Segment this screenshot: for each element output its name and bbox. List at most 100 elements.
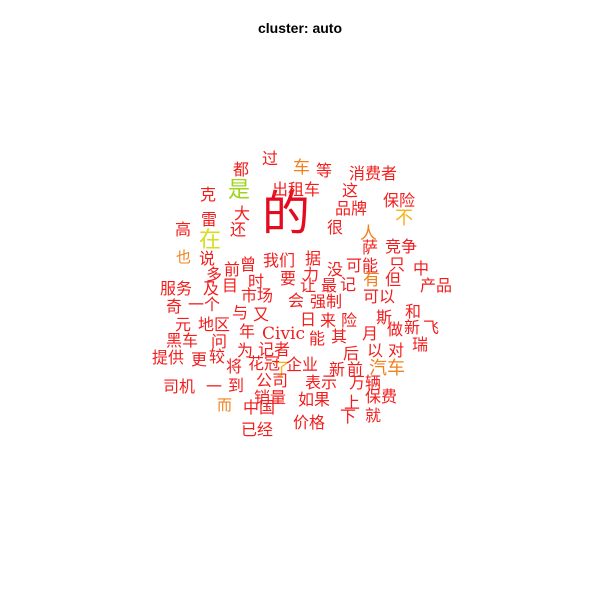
cloud-word: 曾 xyxy=(240,255,257,274)
cloud-word: 只 xyxy=(389,255,406,274)
cloud-word: 其 xyxy=(331,327,348,346)
cloud-word: 险 xyxy=(341,311,358,330)
cloud-word: 还 xyxy=(230,220,247,239)
plot-title: cluster: auto xyxy=(257,20,342,36)
cloud-word: 没 xyxy=(327,260,344,279)
cloud-word: 就 xyxy=(365,406,382,425)
cloud-word: 出租车 xyxy=(272,180,321,199)
cloud-word: 这 xyxy=(342,181,359,200)
cloud-word: 人 xyxy=(360,224,377,244)
cloud-word: 元 xyxy=(175,315,192,334)
cloud-word: 而 xyxy=(217,396,233,414)
cloud-word: 前 xyxy=(224,260,241,279)
cloud-word: 以 xyxy=(367,341,384,360)
cloud-word: 也 xyxy=(176,248,192,266)
cloud-word: 年 xyxy=(239,322,256,341)
cloud-word: 很 xyxy=(327,218,344,237)
cloud-word: 地区 xyxy=(198,315,231,334)
cloud-word: 会 xyxy=(288,291,305,310)
cloud-word: 瑞 xyxy=(412,335,429,354)
cloud-word: 不 xyxy=(395,208,413,229)
cloud-word: 较 xyxy=(209,347,226,366)
cloud-word: 飞 xyxy=(423,318,440,337)
cloud-word: 有 xyxy=(363,270,380,290)
cloud-word: 时 xyxy=(248,272,265,291)
cloud-word: 过 xyxy=(262,149,279,168)
cloud-word: Civic xyxy=(262,324,306,344)
cloud-word: 后 xyxy=(343,344,360,363)
cloud-word: 与 xyxy=(232,303,249,322)
cloud-word: 品牌 xyxy=(335,199,368,218)
cloud-word: 黑车 xyxy=(166,331,199,350)
cloud-word: 已经 xyxy=(241,420,274,439)
cloud-word: 斯 xyxy=(376,308,393,327)
cloud-word: 万辆 xyxy=(349,373,382,392)
cloud-word: 到 xyxy=(228,376,245,395)
cloud-word: 和 xyxy=(405,302,422,321)
cloud-word: 多 xyxy=(206,265,223,284)
cloud-word: 司机 xyxy=(163,377,196,396)
cloud-word: 一个 xyxy=(188,295,221,314)
cloud-word: 但 xyxy=(385,270,402,289)
cloud-word: 保费 xyxy=(365,387,398,406)
cloud-word: 雷 xyxy=(201,210,218,229)
cloud-word: 市场 xyxy=(241,286,274,305)
cloud-word: 花冠 xyxy=(248,354,281,373)
cloud-word: 新 xyxy=(404,318,421,337)
cloud-word: 奇 xyxy=(166,297,183,316)
cloud-word: 销量 xyxy=(254,388,287,407)
cloud-word: 产品 xyxy=(420,276,453,295)
cloud-word: 是 xyxy=(228,178,251,203)
cloud-word: 说 xyxy=(199,249,216,268)
cloud-word: 对 xyxy=(388,341,405,360)
cloud-word: 等 xyxy=(316,161,333,180)
cloud-word: 提供 xyxy=(152,348,185,367)
cloud-word: 新 xyxy=(329,360,346,379)
cloud-word: 最 xyxy=(321,276,338,295)
cloud-word: 如果 xyxy=(298,390,331,409)
cloud-word: 为 xyxy=(237,341,254,360)
cloud-word: 月 xyxy=(362,324,379,343)
cloud-word: 强制 xyxy=(310,292,343,311)
cloud-word: 表示 xyxy=(305,373,338,392)
cloud-word: 记 xyxy=(340,275,357,294)
cloud-word: 竞争 xyxy=(385,237,418,256)
cloud-word: 又 xyxy=(253,305,270,324)
cloud-word: 都 xyxy=(233,160,250,179)
cloud-word: 可以 xyxy=(363,287,396,306)
cloud-word: 前 xyxy=(347,360,364,379)
cloud-word: 将 xyxy=(226,357,243,376)
cloud-word: 做 xyxy=(387,320,404,339)
cloud-word: 记者 xyxy=(258,340,291,359)
cloud-word: 要 xyxy=(280,269,297,288)
cloud-word: 高 xyxy=(175,220,192,239)
cloud-word: 大 xyxy=(234,204,251,223)
cloud-word: 萨 xyxy=(362,238,379,257)
cloud-word: 力 xyxy=(303,265,320,284)
cloud-word: 车 xyxy=(293,158,310,178)
cloud-word: 让 xyxy=(300,276,317,295)
cloud-word: 价格 xyxy=(293,413,326,432)
cloud-word: 可能 xyxy=(346,256,379,275)
cloud-word: 企业 xyxy=(286,355,319,374)
cloud-word: 下 xyxy=(340,407,357,426)
cloud-word: 能 xyxy=(309,329,326,348)
cloud-word: 更 xyxy=(191,350,208,369)
cloud-word: 在 xyxy=(199,228,222,253)
cloud-word: 来 xyxy=(320,311,337,330)
cloud-word: 汽车 xyxy=(369,358,405,379)
cloud-word: 中 xyxy=(413,259,430,278)
cloud-word: 问 xyxy=(211,332,228,351)
cloud-word: 据 xyxy=(305,249,322,268)
cloud-word: 一 xyxy=(206,377,223,396)
cloud-word: 我们 xyxy=(263,251,296,270)
cloud-word: 中国 xyxy=(243,398,276,417)
cloud-word: 的 xyxy=(262,186,311,242)
cloud-word: 保险 xyxy=(383,191,416,210)
cloud-word: 服务 xyxy=(160,279,193,298)
cloud-word: 克 xyxy=(200,185,217,204)
cloud-word: 日 xyxy=(300,310,317,329)
cloud-word: 上 xyxy=(344,393,361,412)
